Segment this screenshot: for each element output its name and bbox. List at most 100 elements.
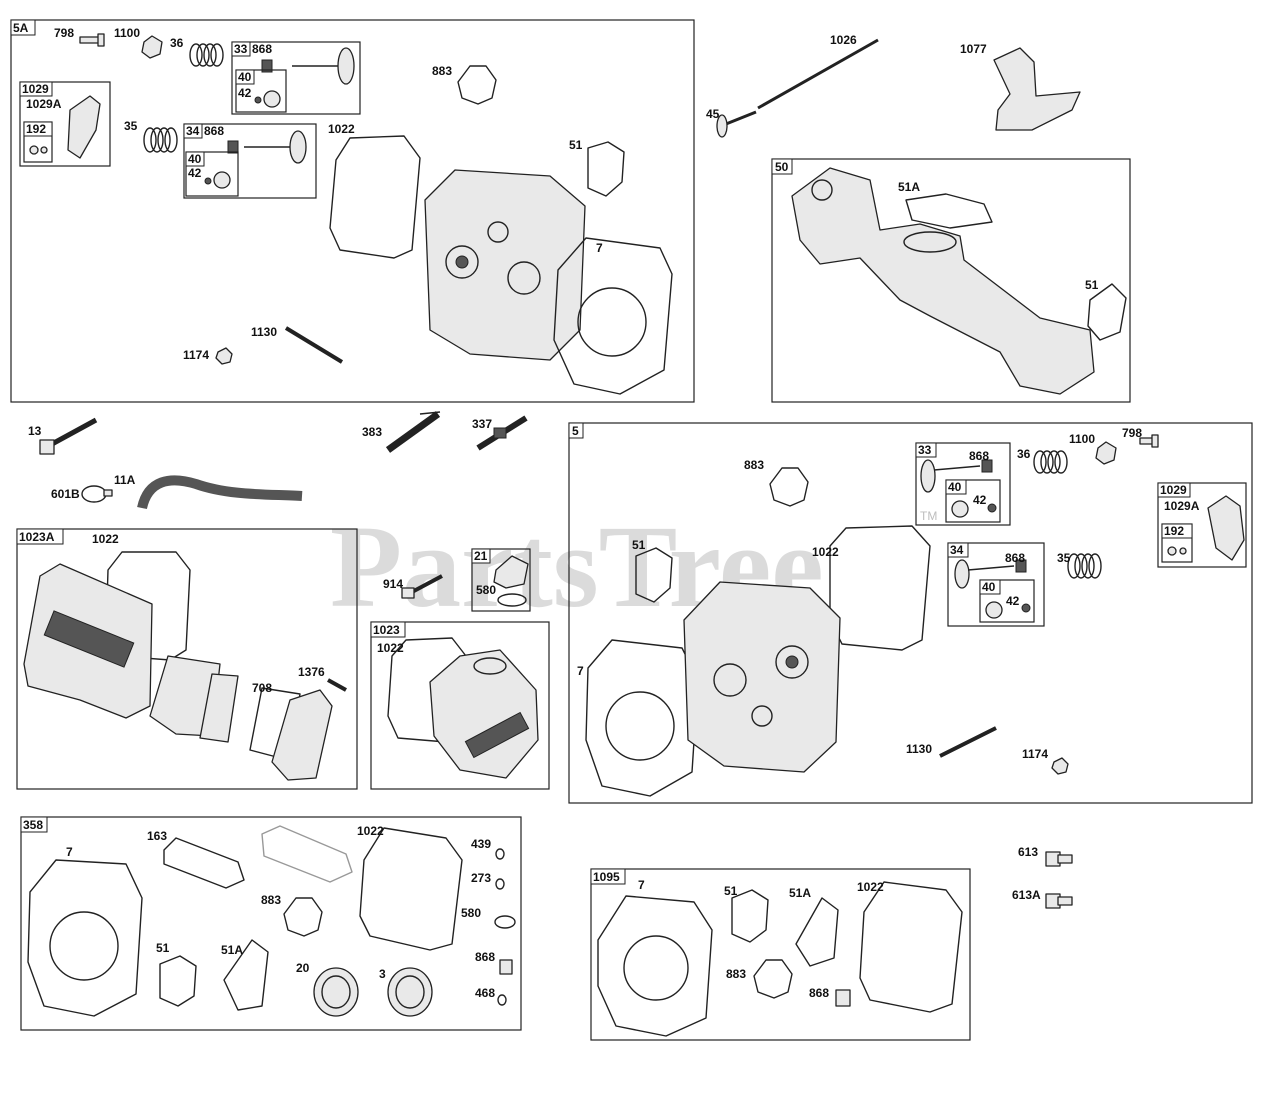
part-36-spring-b[interactable]	[1033, 450, 1068, 474]
part-35-spring[interactable]	[143, 127, 178, 153]
part-valve-exhaust-b[interactable]	[954, 559, 1027, 589]
part-1077-bracket[interactable]	[993, 47, 1081, 131]
callout-36: 36	[170, 36, 184, 50]
part-914-screw[interactable]	[411, 574, 443, 594]
callout-868: 868	[969, 449, 989, 463]
part-1100-rocker-nut[interactable]	[141, 35, 163, 59]
part-580-o-ring-b[interactable]	[494, 915, 516, 929]
callout-1130: 1130	[251, 325, 277, 339]
part-468-seal[interactable]	[497, 994, 507, 1006]
part-337-spark-plug[interactable]	[476, 415, 528, 451]
callout-868: 868	[809, 986, 829, 1000]
part-breather-cover[interactable]	[271, 689, 333, 781]
callout-1077: 1077	[960, 42, 987, 56]
part-42-seal-b[interactable]	[213, 171, 231, 189]
part-42-seal-a[interactable]	[263, 90, 281, 108]
group-label-1023: 1023	[373, 623, 400, 637]
part-7-head-gasket-b[interactable]	[585, 639, 699, 797]
part-45-valve[interactable]	[716, 110, 757, 138]
callout-439: 439	[471, 837, 491, 851]
part-cylinder-head-b[interactable]	[683, 581, 841, 773]
part-51A-gasket-b[interactable]	[223, 939, 269, 1011]
group-label-33a: 33	[234, 42, 248, 56]
callout-883: 883	[744, 458, 764, 472]
callout-798: 798	[54, 26, 74, 40]
callout-51: 51	[632, 538, 646, 552]
part-273-seal[interactable]	[495, 878, 505, 890]
part-7-head-gasket[interactable]	[553, 237, 673, 395]
group-label-1023A: 1023A	[19, 530, 55, 544]
part-883-gasket-b[interactable]	[769, 467, 809, 507]
group-label-358: 358	[23, 818, 43, 832]
part-883-gasket-c[interactable]	[283, 897, 323, 937]
part-valve-exhaust-a[interactable]	[227, 130, 307, 164]
callout-468: 468	[475, 986, 495, 1000]
callout-883: 883	[261, 893, 281, 907]
part-1029A-rocker-arm[interactable]	[67, 95, 101, 159]
group-1023: 1023 1022	[370, 621, 550, 790]
part-11A-hose[interactable]	[137, 475, 303, 510]
part-valve-cover-b[interactable]	[429, 649, 539, 779]
callout-1022: 1022	[857, 880, 884, 894]
part-163-gasket[interactable]	[163, 837, 245, 889]
part-613A-bolt[interactable]	[1045, 893, 1073, 909]
part-oil-fill-cap[interactable]	[493, 555, 529, 589]
part-580-o-ring[interactable]	[497, 593, 527, 607]
callout-42: 42	[1006, 594, 1020, 608]
callout-1100: 1100	[1069, 432, 1095, 446]
part-1026-push-rod[interactable]	[757, 38, 879, 110]
part-1022-valve-cover-gasket-e[interactable]	[359, 827, 463, 951]
part-7-head-gasket-d[interactable]	[597, 895, 713, 1037]
loose-parts-middle: 13 383 337 601B 11A	[28, 411, 528, 510]
part-868-seal[interactable]	[499, 959, 513, 975]
part-20-seal[interactable]	[313, 967, 359, 1017]
part-1022-valve-cover-gasket-f[interactable]	[859, 881, 963, 1013]
part-intake-manifold[interactable]	[791, 167, 1095, 395]
part-51A-gasket-c[interactable]	[795, 897, 839, 967]
part-883-gasket[interactable]	[457, 65, 497, 105]
part-13-bolt[interactable]	[39, 417, 98, 455]
part-breather-b[interactable]	[199, 673, 239, 743]
part-1130-stud-b[interactable]	[939, 726, 997, 758]
part-cylinder-head-a[interactable]	[424, 169, 586, 361]
part-601B-clamp[interactable]	[81, 485, 113, 503]
part-51-gasket-c[interactable]	[635, 547, 673, 603]
part-valve-cover-a[interactable]	[23, 563, 153, 719]
callout-51: 51	[1085, 278, 1099, 292]
part-35-spring-b[interactable]	[1067, 553, 1102, 579]
part-exhaust-gasket[interactable]	[261, 825, 353, 883]
part-1130-stud[interactable]	[284, 326, 344, 364]
part-1100-rocker-nut-b[interactable]	[1095, 441, 1117, 465]
group-50: 50 51A 51	[771, 158, 1131, 403]
part-868-seal-b[interactable]	[835, 989, 851, 1007]
part-1022-valve-cover-gasket-b[interactable]	[829, 525, 931, 651]
part-1029A-rocker-arm-b[interactable]	[1207, 495, 1245, 561]
part-1174-nut[interactable]	[215, 347, 233, 365]
part-51-gasket-b[interactable]	[1087, 283, 1127, 341]
part-798-bolt-b[interactable]	[1139, 434, 1159, 448]
part-valve-intake-a[interactable]	[261, 47, 355, 85]
watermark-trademark: TM	[920, 509, 937, 523]
group-21: 21 580	[471, 548, 531, 612]
part-1376-screw[interactable]	[327, 678, 347, 692]
part-883-gasket-d[interactable]	[753, 959, 793, 999]
part-613-bolt[interactable]	[1045, 851, 1073, 867]
part-7-head-gasket-c[interactable]	[27, 859, 143, 1017]
part-798-bolt[interactable]	[79, 33, 105, 47]
part-51-gasket-d[interactable]	[159, 955, 197, 1007]
part-51-gasket-e[interactable]	[731, 889, 769, 943]
part-51A-gasket[interactable]	[905, 193, 993, 229]
part-383-tool[interactable]	[385, 411, 441, 453]
callout-1100: 1100	[114, 26, 140, 40]
callout-51A: 51A	[221, 943, 243, 957]
group-label-40a: 40	[238, 70, 252, 84]
part-valve-intake-b[interactable]	[920, 459, 993, 493]
part-3-seal[interactable]	[387, 967, 433, 1017]
part-36-spring[interactable]	[189, 43, 224, 67]
part-1022-valve-cover-gasket[interactable]	[329, 135, 421, 259]
part-1174-nut-b[interactable]	[1051, 757, 1069, 775]
part-51-gasket[interactable]	[587, 141, 625, 197]
part-439-seal[interactable]	[495, 848, 505, 860]
group-5A: 5A 33 40 1029 192	[10, 19, 695, 403]
